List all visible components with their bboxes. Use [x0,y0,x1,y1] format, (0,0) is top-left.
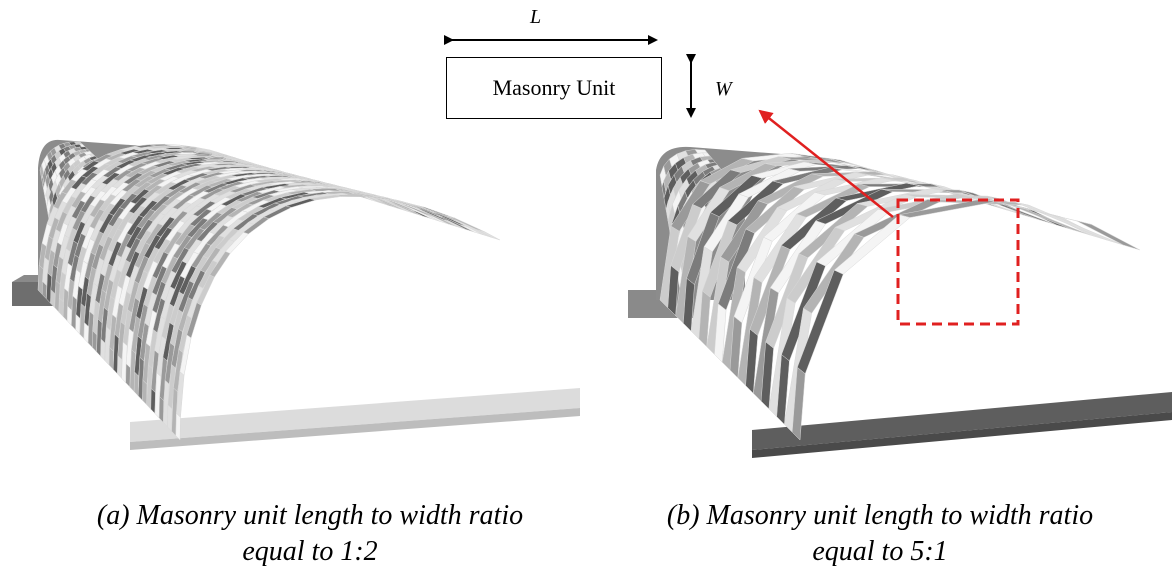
vault-b-brick-pattern [659,152,1141,441]
masonry-unit-box: Masonry Unit [446,57,662,119]
vault-a [12,139,580,450]
vault-a-front-base [130,388,580,442]
length-label: L [530,6,542,28]
highlight-box [896,198,1020,326]
masonry-brick [437,215,475,233]
masonry-brick [1015,201,1124,246]
highlight-arrow [758,109,894,218]
caption-b: (b) Masonry unit length to width ratio e… [610,498,1150,570]
masonry-unit-label: Masonry Unit [492,75,616,100]
masonry-brick [158,396,164,424]
width-label: W [715,78,732,100]
masonry-brick [983,198,1092,225]
masonry-brick [453,219,492,238]
caption-a: (a) Masonry unit length to width ratio e… [60,498,560,570]
caption-a-line1: (a) Masonry unit length to width ratio [96,500,524,531]
masonry-brick [167,404,173,432]
masonry-brick [175,412,181,441]
caption-b-line2: equal to 5:1 [812,536,948,567]
vault-b [628,146,1172,458]
masonry-brick [1076,220,1141,251]
vault-b-front-base [752,392,1172,450]
masonry-brick [476,229,501,241]
caption-a-line2: equal to 1:2 [242,536,378,567]
caption-b-line1: (b) Masonry unit length to width ratio [666,500,1094,531]
masonry-brick [958,189,1057,226]
vault-a-brick-pattern [37,143,501,441]
